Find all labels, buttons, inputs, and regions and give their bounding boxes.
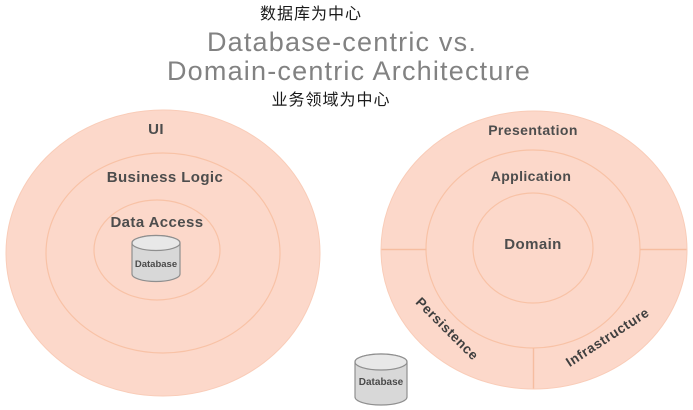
left-ring-label-business-logic: Business Logic — [107, 169, 223, 186]
external-database-label: Database — [359, 377, 404, 388]
chinese-caption-top: 数据库为中心 — [260, 5, 362, 23]
left-ring-label-ui: UI — [148, 121, 164, 138]
left-database-label: Database — [135, 259, 177, 270]
right-ring-label-domain: Domain — [504, 236, 561, 253]
title-line-1: Database-centric vs. — [207, 27, 477, 57]
external-database-cylinder-icon: Database — [354, 353, 408, 406]
left-inner-circle — [93, 199, 221, 301]
right-ring-label-presentation: Presentation — [488, 122, 578, 138]
left-ring-label-data-access: Data Access — [110, 214, 203, 231]
title-line-2: Domain-centric Architecture — [167, 56, 531, 86]
cylinder-top — [131, 234, 181, 252]
right-ring-label-application: Application — [491, 168, 572, 184]
left-middle-circle — [45, 152, 281, 354]
right-diagram-domain-centric: Presentation Application Domain Persiste… — [380, 110, 688, 390]
right-inner-circle — [472, 192, 594, 304]
cylinder-top — [354, 353, 408, 371]
left-diagram-database-centric: UI Business Logic Data Access Database — [5, 109, 321, 397]
left-database-cylinder-icon: Database — [131, 234, 181, 283]
chinese-caption-bottom: 业务领域为中心 — [271, 91, 390, 109]
